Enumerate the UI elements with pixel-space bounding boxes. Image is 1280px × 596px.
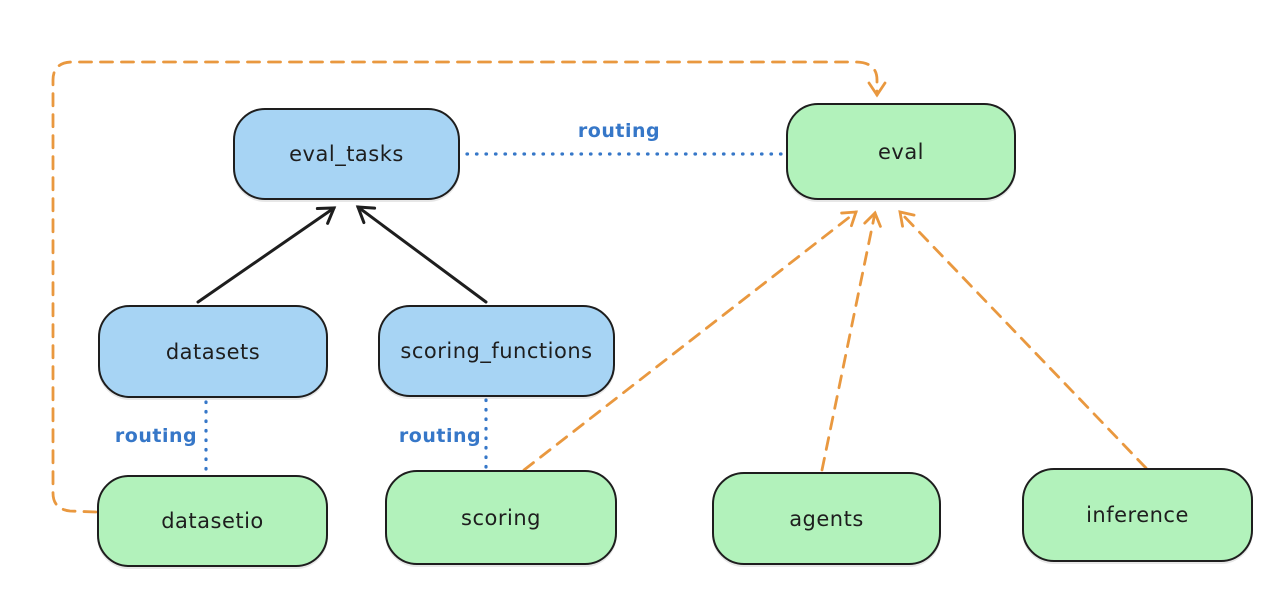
node-eval-tasks: eval_tasks: [233, 108, 460, 200]
node-agents: agents: [712, 472, 941, 565]
node-datasetio-label: datasetio: [161, 509, 264, 533]
node-scoring-functions: scoring_functions: [378, 305, 615, 397]
node-inference: inference: [1022, 468, 1253, 562]
edge-inference-to-eval: [898, 210, 1148, 470]
node-scoring-functions-label: scoring_functions: [400, 339, 593, 363]
node-datasets-label: datasets: [165, 339, 261, 364]
edge-label-routing-top: routing: [577, 120, 661, 142]
node-datasets: datasets: [98, 305, 328, 398]
edge-label-routing-scoring: routing: [398, 425, 482, 447]
node-agents-label: agents: [789, 506, 864, 531]
edge-datasets-to-eval_tasks: [196, 206, 337, 304]
edge-agents-to-eval: [820, 210, 882, 472]
edge-label-routing-datasetio: routing: [114, 425, 198, 447]
node-eval-label: eval: [877, 139, 925, 164]
node-eval-tasks-label: eval_tasks: [289, 142, 404, 166]
node-scoring-label: scoring: [461, 505, 541, 530]
node-datasetio: datasetio: [97, 475, 328, 567]
node-eval: eval: [786, 103, 1016, 200]
edge-scoring_functions-to-eval_tasks: [355, 205, 488, 304]
node-scoring: scoring: [385, 470, 617, 565]
node-inference-label: inference: [1086, 503, 1189, 527]
